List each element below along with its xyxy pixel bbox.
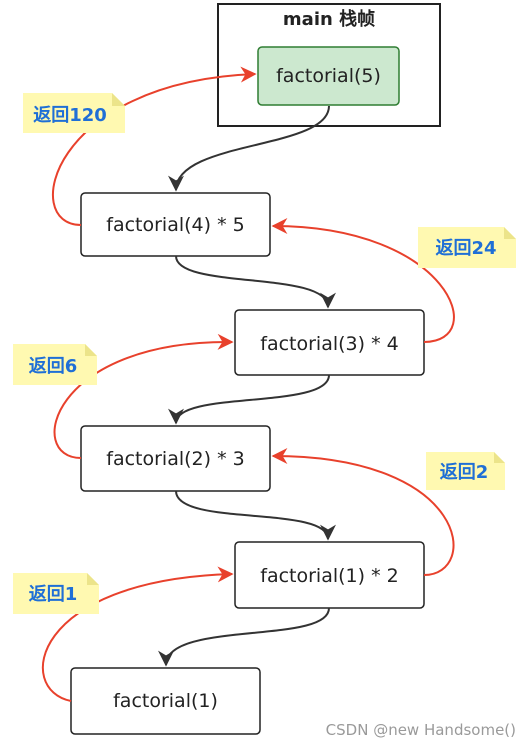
return-note-6: 返回6: [13, 344, 97, 385]
return-arrow: [271, 218, 455, 343]
node-label: factorial(1) * 2: [260, 565, 398, 587]
node-factorial-3: factorial(3) * 4: [234, 309, 425, 376]
return-arrow: [271, 448, 455, 576]
return-note-1: 返回1: [13, 573, 99, 614]
node-factorial-5: factorial(5): [257, 46, 400, 106]
return-note-label: 返回2: [440, 462, 489, 483]
node-label: factorial(1): [113, 690, 218, 712]
call-arrow: [158, 607, 330, 667]
return-arrow: [51, 66, 257, 226]
call-arrow: [168, 105, 330, 192]
return-arrow: [41, 566, 234, 702]
return-note-2: 返回2: [426, 452, 505, 490]
node-factorial-1: factorial(1): [70, 667, 261, 735]
return-note-label: 返回1: [29, 584, 78, 605]
node-label: factorial(5): [276, 65, 381, 87]
node-label: factorial(3) * 4: [260, 333, 398, 355]
call-arrow: [175, 255, 336, 309]
main-stack-frame-title: main 栈帧: [283, 8, 375, 30]
return-note-label: 返回120: [33, 105, 107, 126]
call-arrow: [168, 374, 330, 425]
node-factorial-1-times-2: factorial(1) * 2: [234, 541, 425, 609]
node-factorial-4: factorial(4) * 5: [80, 192, 271, 257]
watermark: CSDN @new Handsome(): [325, 721, 516, 739]
return-note-label: 返回6: [29, 356, 78, 377]
node-factorial-2: factorial(2) * 3: [80, 425, 271, 492]
return-note-120: 返回120: [23, 93, 125, 133]
return-note-24: 返回24: [418, 227, 516, 268]
node-label: factorial(2) * 3: [106, 448, 244, 470]
call-arrow: [175, 490, 336, 541]
return-note-label: 返回24: [435, 238, 496, 259]
return-arrow: [53, 333, 234, 459]
node-label: factorial(4) * 5: [106, 214, 244, 236]
